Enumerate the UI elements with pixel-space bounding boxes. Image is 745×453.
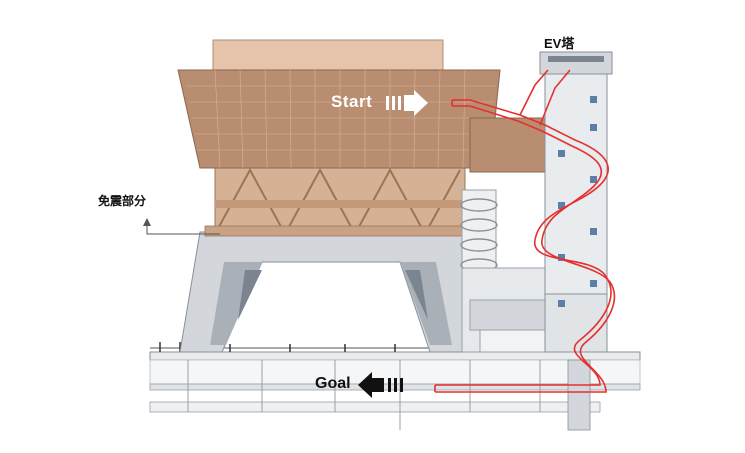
isolation-leader-line	[143, 218, 220, 235]
goal-arrow-icon	[358, 372, 403, 398]
goal-label: Goal	[315, 375, 351, 392]
isolation-label: 免震部分	[98, 194, 147, 208]
support-legs	[179, 231, 471, 353]
spiral-staircase	[460, 189, 498, 272]
spiral-slide	[434, 69, 616, 393]
seismic-isolation-truss	[204, 167, 476, 237]
start-arrow-icon	[386, 90, 428, 116]
start-label: Start	[331, 92, 373, 111]
upper-building	[177, 39, 553, 173]
ev-tower-label: EV塔	[544, 36, 575, 51]
